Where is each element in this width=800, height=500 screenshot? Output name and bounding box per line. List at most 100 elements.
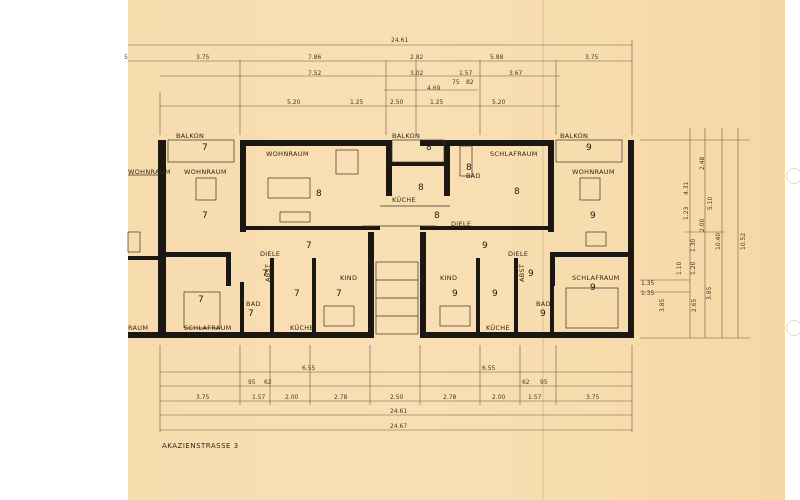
dim-right-n: 1.10 [676,261,683,275]
dim-row3-c: 82 [466,79,474,86]
dim-right-f: 2.65 [691,298,698,312]
label-abst-left: ABST [264,264,272,282]
unit-number: 8 [418,183,424,193]
dim-bot-total-b: 24.67 [390,423,407,430]
dim-row4-d: 1.25 [430,99,444,106]
label-raum-far-left: RAUM [128,324,148,332]
sheet-fold [542,0,544,500]
unit-number: 8 [514,187,520,197]
dim-row2-b: 3.02 [410,70,424,77]
top-dimension-lines [128,40,633,135]
unit-number: 9 [528,269,534,279]
wall-set [128,140,634,338]
dim-right-m: 1.30 [690,238,697,252]
dim-right-d: 10.40 [715,233,722,250]
label-kind-right: KIND [440,274,457,282]
dim-right-e: 10.52 [740,233,747,250]
punch-hole [786,168,800,184]
dim-top-c: 5.88 [490,54,504,61]
dim-right-o: 1.20 [690,261,697,275]
unit-number: 7 [248,309,254,319]
dim-bot3-a: 3.75 [196,394,210,401]
dim-row2-a: 7.52 [308,70,322,77]
dim-top-a: 7.86 [308,54,322,61]
label-diele-right: DIELE [508,250,528,258]
label-kind-left: KIND [340,274,357,282]
dim-row4-e: 5.20 [492,99,506,106]
label-balkon-left: BALKON [176,132,204,140]
plan-caption: AKAZIENSTRASSE 3 [162,442,239,450]
dim-bot2-b: 62 [264,379,272,386]
unit-number: 7 [336,289,342,299]
label-schlafraum-right: SCHLAFRAUM [572,274,620,282]
dim-bot3-e: 2.50 [390,394,404,401]
unit-number: 8 [466,163,472,173]
dim-bot-b: 6.55 [482,365,496,372]
dim-row2-c: 1.57 [459,70,473,77]
dim-bot2-c: 62 [522,379,530,386]
label-schlafraum-left: SCHLAFRAUM [184,324,232,332]
unit-number: 8 [434,211,440,221]
right-dimension-lines [640,128,750,339]
dim-row3-a: 4.69 [427,85,441,92]
dim-right-i: 1.35 [641,280,655,287]
dim-row3-b: 75 [452,79,460,86]
unit-number: 7 [262,269,268,279]
dim-bot3-f: 2.78 [443,394,457,401]
unit-number: 8 [316,189,322,199]
unit-number: 7 [202,211,208,221]
label-bad-left: BAD [246,300,261,308]
dim-right-h: 3.85 [659,298,666,312]
unit-number: 9 [452,289,458,299]
label-kuche-center: KÜCHE [392,195,416,204]
label-diele-center: DIELE [451,220,471,228]
label-kuche-right: KÜCHE [486,323,510,332]
unit-number: 7 [294,289,300,299]
unit-number: 9 [540,309,546,319]
dim-bot2-d: 95 [540,379,548,386]
dim-bot3-h: 1.57 [528,394,542,401]
dim-row4-b: 1.25 [350,99,364,106]
dim-bot3-g: 2.00 [492,394,506,401]
unit-number: 7 [202,143,208,153]
unit-number: 9 [590,283,596,293]
unit-number: 7 [198,295,204,305]
dim-row4-c: 2.50 [390,99,404,106]
dim-bot-a: 6.55 [302,365,316,372]
dim-bot3-c: 2.00 [285,394,299,401]
bottom-dimension-lines [159,345,633,432]
label-wohnraum-left: WOHNRAUM [184,168,227,176]
label-diele-left: DIELE [260,250,280,258]
label-balkon-right: BALKON [560,132,588,140]
dim-top-total: 24.61 [391,37,408,44]
dim-bot-total-a: 24.61 [390,408,407,415]
unit-number: 9 [590,211,596,221]
label-wohnraum-right: WOHNRAUM [572,168,615,176]
dim-top-f: 5 [124,54,128,61]
dim-right-g: 3.85 [706,286,713,300]
label-bad-center: BAD [466,172,481,180]
unit-number: 8 [426,143,432,153]
dim-top-b: 2.82 [410,54,424,61]
dim-row2-d: 3.67 [509,70,523,77]
thin-lines [127,139,623,335]
dim-bot3-i: 3.75 [586,394,600,401]
unit-number: 9 [492,289,498,299]
dim-bot3-b: 1.57 [252,394,266,401]
label-bad-right: BAD [536,300,551,308]
label-schlafraum-center: SCHLAFRAUM [490,150,538,158]
dim-top-e: 3.75 [196,54,210,61]
dim-right-l: 2.00 [699,218,706,232]
plan-sheet [128,0,785,500]
dim-right-j: 1.35 [641,290,655,297]
dim-right-k: 2.48 [699,156,706,170]
unit-number: 9 [586,143,592,153]
label-abst-right: ABST [518,264,526,282]
punch-hole [786,320,800,336]
label-wohnraum-center: WOHNRAUM [266,150,309,158]
dim-top-d: 3.75 [585,54,599,61]
dim-row4-a: 5.20 [287,99,301,106]
unit-number: 9 [482,241,488,251]
label-balkon-center: BALKON [392,132,420,140]
